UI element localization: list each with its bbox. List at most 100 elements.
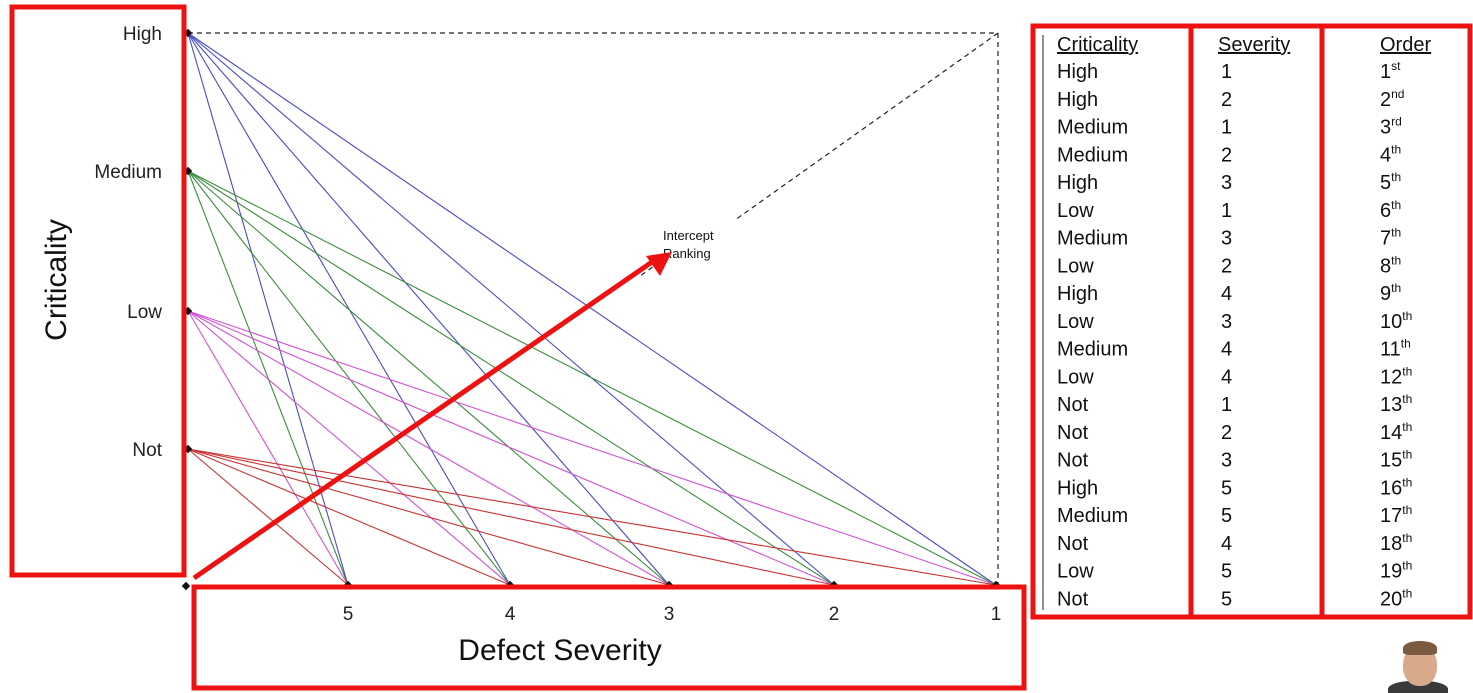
cell-order: 2nd: [1380, 87, 1404, 111]
cell-criticality: Medium: [1057, 228, 1128, 250]
annotation-intercept: Intercept: [663, 228, 714, 243]
connection-low-4: [187, 310, 511, 586]
cell-severity: 3: [1221, 228, 1232, 250]
cell-severity: 4: [1221, 533, 1232, 555]
connection-medium-5: [187, 170, 349, 586]
connection-not-1: [187, 448, 997, 586]
connection-low-5: [187, 310, 349, 586]
cell-order: 7th: [1380, 226, 1401, 250]
connection-not-4: [187, 448, 511, 586]
cell-criticality: Low: [1057, 200, 1094, 222]
cell-order: 14th: [1380, 420, 1412, 444]
cell-severity: 1: [1221, 61, 1232, 83]
connection-high-1: [187, 32, 997, 586]
table-row: Medium 3 7th: [1057, 226, 1401, 250]
cell-order: 19th: [1380, 559, 1412, 583]
cell-criticality: Low: [1057, 366, 1094, 388]
cell-severity: 5: [1221, 505, 1232, 527]
cell-criticality: High: [1057, 89, 1098, 111]
table-row: High 1 1st: [1057, 59, 1401, 83]
highlight-arrow-head: [646, 252, 672, 276]
cell-order: 6th: [1380, 198, 1401, 222]
cell-severity: 4: [1221, 283, 1232, 305]
origin-marker: [181, 581, 191, 591]
table-row: Not 2 14th: [1057, 420, 1412, 444]
connection-not-5: [187, 448, 349, 586]
highlight-box-severity-axis: [191, 584, 1027, 691]
diagonal-dashed-upper: [734, 32, 999, 221]
cell-order: 1st: [1380, 59, 1401, 83]
highlight-box-criticality-axis: [9, 4, 187, 578]
cell-order: 15th: [1380, 448, 1412, 472]
cell-severity: 2: [1221, 422, 1232, 444]
cell-criticality: High: [1057, 172, 1098, 194]
y-axis-title: Criticality: [40, 219, 73, 341]
cell-order: 4th: [1380, 142, 1401, 166]
cell-criticality: Medium: [1057, 505, 1128, 527]
highlight-box-table: [1030, 23, 1473, 620]
table-header-criticality: Criticality: [1057, 34, 1138, 56]
cell-severity: 5: [1221, 561, 1232, 583]
cell-severity: 2: [1221, 89, 1232, 111]
connection-not-3: [187, 448, 670, 586]
table-row: Low 5 19th: [1057, 559, 1412, 583]
cell-order: 9th: [1380, 281, 1401, 305]
connection-medium-4: [187, 170, 511, 586]
connection-low-1: [187, 310, 997, 586]
cell-order: 18th: [1380, 531, 1412, 555]
cell-criticality: Not: [1057, 422, 1089, 444]
cell-criticality: Low: [1057, 255, 1094, 277]
cell-criticality: Not: [1057, 394, 1089, 416]
cell-severity: 3: [1221, 450, 1232, 472]
cell-criticality: Low: [1057, 311, 1094, 333]
connection-not-2: [187, 448, 835, 586]
cell-criticality: Not: [1057, 450, 1089, 472]
cell-order: 16th: [1380, 475, 1412, 499]
cell-criticality: Medium: [1057, 339, 1128, 361]
cell-severity: 5: [1221, 477, 1232, 499]
cell-criticality: High: [1057, 283, 1098, 305]
cell-severity: 1: [1221, 394, 1232, 416]
y-tick-label-medium: Medium: [94, 162, 162, 183]
cell-order: 11th: [1380, 337, 1411, 361]
cell-order: 5th: [1380, 170, 1401, 194]
cell-severity: 3: [1221, 311, 1232, 333]
presenter-avatar: [1388, 641, 1448, 693]
cell-order: 13th: [1380, 392, 1412, 416]
table-row: Not 3 15th: [1057, 448, 1412, 472]
cell-severity: 2: [1221, 144, 1232, 166]
highlight-arrow-shaft: [192, 259, 654, 581]
cell-criticality: Not: [1057, 588, 1089, 610]
y-tick-label-high: High: [123, 24, 162, 45]
connection-high-2: [187, 32, 835, 586]
x-tick-label-3: 3: [664, 604, 675, 625]
connection-medium-1: [187, 170, 997, 586]
cell-severity: 1: [1221, 200, 1232, 222]
cell-criticality: Low: [1057, 561, 1094, 583]
x-axis-title: Defect Severity: [458, 634, 661, 667]
x-tick-label-2: 2: [829, 604, 840, 625]
y-tick-label-low: Low: [127, 302, 162, 323]
connection-high-5: [187, 32, 349, 586]
connection-low-3: [187, 310, 670, 586]
cell-criticality: Medium: [1057, 117, 1128, 139]
cell-severity: 4: [1221, 366, 1232, 388]
cell-severity: 5: [1221, 588, 1232, 610]
cell-order: 3rd: [1380, 115, 1402, 139]
cell-criticality: High: [1057, 61, 1098, 83]
connection-low-2: [187, 310, 835, 586]
cell-severity: 1: [1221, 117, 1232, 139]
table-header-order: Order: [1380, 34, 1431, 56]
x-tick-label-1: 1: [991, 604, 1002, 625]
connection-medium-3: [187, 170, 670, 586]
